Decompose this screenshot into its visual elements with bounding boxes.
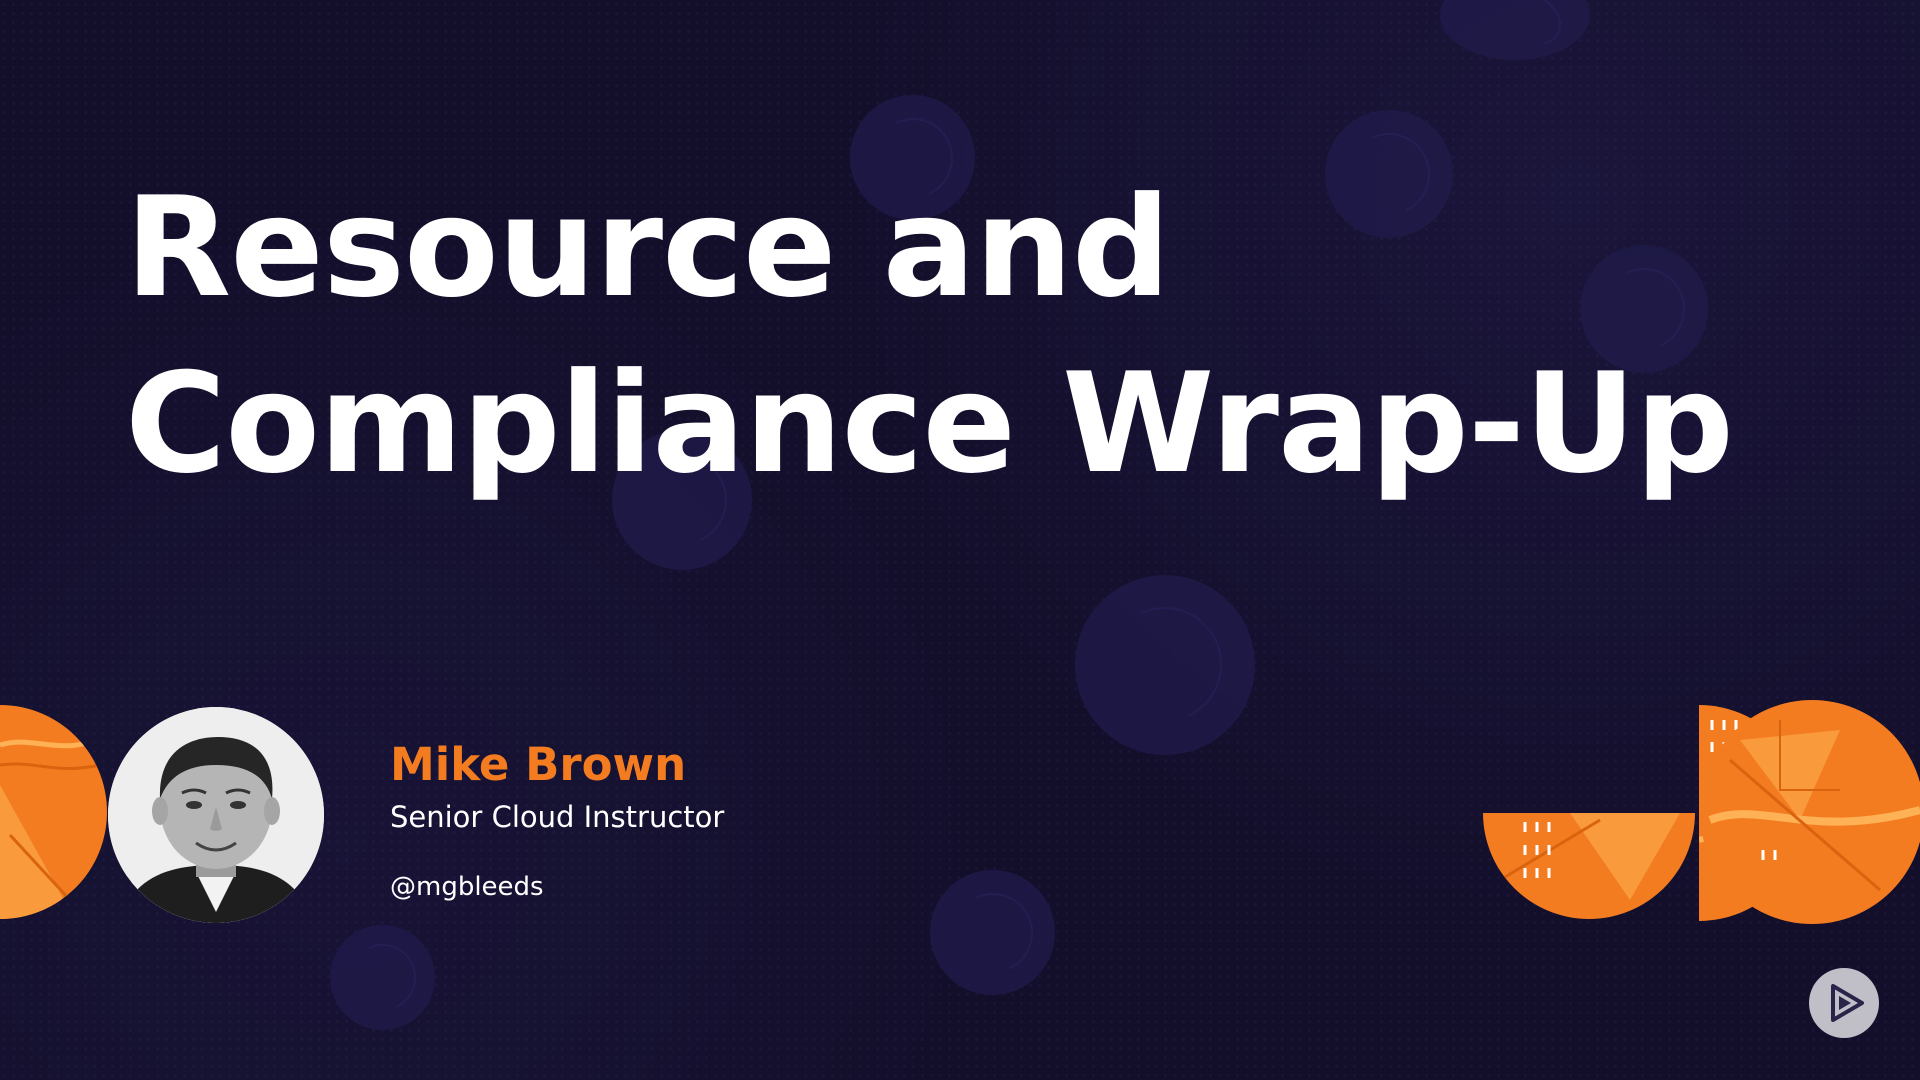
decorative-bubble xyxy=(1580,245,1708,373)
instructor-role: Senior Cloud Instructor xyxy=(390,800,725,834)
decorative-bubble xyxy=(1325,110,1453,238)
decorative-bubble xyxy=(930,870,1055,995)
orange-decorative-shape-left xyxy=(0,705,110,920)
decorative-bubble xyxy=(1075,575,1255,755)
slide-title-line-1: Resource and xyxy=(125,167,1171,328)
decorative-bubble xyxy=(330,925,435,1030)
decorative-bubble xyxy=(850,95,975,220)
play-triangle-icon xyxy=(1831,984,1864,1022)
instructor-photo xyxy=(108,707,324,923)
instructor-handle: @mgbleeds xyxy=(390,872,544,902)
instructor-name: Mike Brown xyxy=(390,738,687,791)
decorative-bubble xyxy=(612,430,752,570)
orange-decorative-shape-right xyxy=(1480,700,1920,925)
instructor-avatar xyxy=(108,707,324,923)
slide-title-line-2: Compliance Wrap-Up xyxy=(125,343,1734,504)
slide-title: Resource and Compliance Wrap-Up xyxy=(125,160,1734,512)
pluralsight-play-icon[interactable] xyxy=(1809,968,1879,1038)
